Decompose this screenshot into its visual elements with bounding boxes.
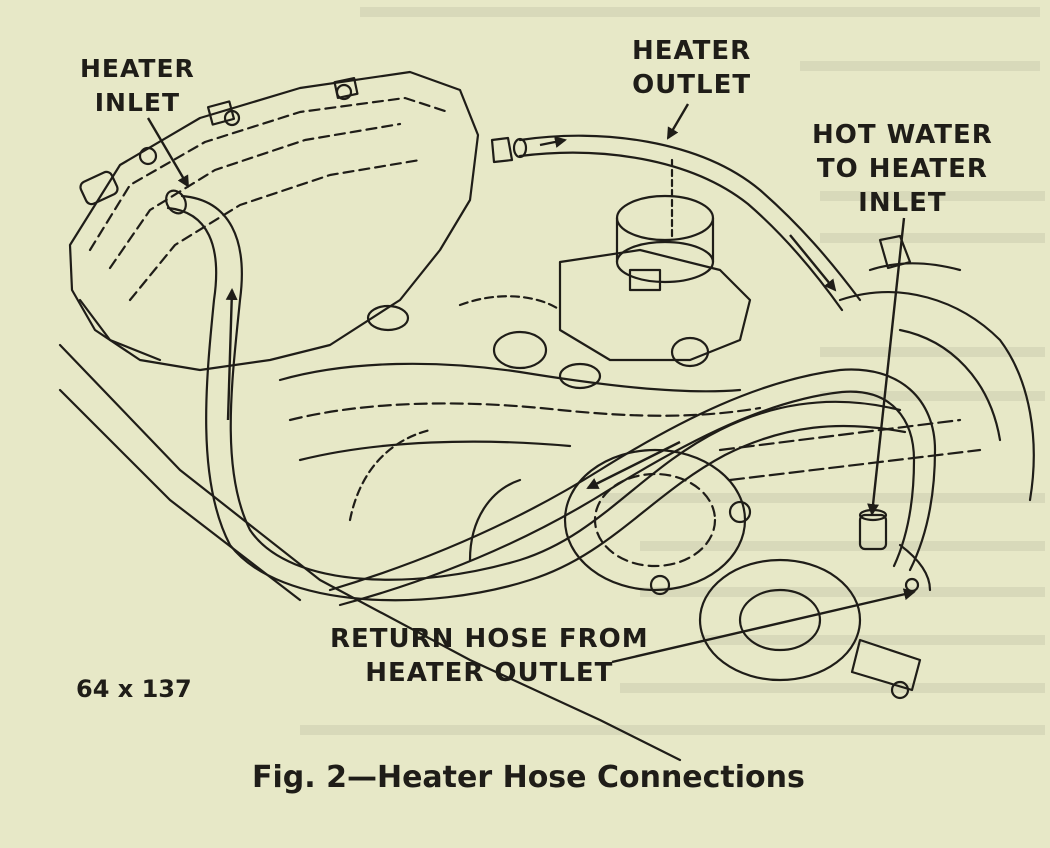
label-heater-outlet-line2: OUTLET — [632, 70, 752, 100]
return-hose — [328, 368, 937, 607]
label-return-hose-line1: RETURN HOSE FROM — [330, 624, 649, 654]
figure-code: 64 x 137 — [76, 675, 192, 703]
leader-return-hose — [611, 588, 916, 664]
alternator-fan — [563, 291, 1035, 700]
flow-arrows — [225, 136, 837, 490]
label-heater-outlet: HEATER OUTLET — [632, 34, 751, 102]
leader-heater-inlet — [146, 117, 190, 188]
label-heater-outlet-line1: HEATER — [632, 36, 752, 66]
leader-hot-water — [867, 217, 906, 516]
label-hot-water-line2: TO HEATER — [816, 154, 988, 184]
label-hot-water-line3: INLET — [858, 188, 947, 218]
leader-heater-outlet — [666, 103, 690, 140]
fender-lines — [58, 343, 682, 762]
inlet-flow-arrow — [225, 288, 238, 421]
bleed-through-lines — [300, 7, 1045, 735]
bracket-top-right — [868, 234, 962, 272]
label-hot-water: HOT WATER TO HEATER INLET — [812, 118, 993, 220]
leader-lines — [146, 103, 916, 664]
return-flow-arrow — [586, 440, 681, 490]
label-heater-inlet-line1: HEATER — [80, 54, 195, 83]
engine-block — [278, 295, 762, 562]
figure-caption: Fig. 2—Heater Hose Connections — [252, 760, 805, 795]
label-return-hose: RETURN HOSE FROM HEATER OUTLET — [330, 622, 649, 690]
heater-outlet-hose — [490, 134, 862, 312]
label-heater-inlet: HEATER INLET — [80, 52, 195, 120]
label-return-hose-line2: HEATER OUTLET — [365, 658, 614, 688]
label-heater-inlet-line2: INLET — [94, 88, 181, 117]
label-hot-water-line1: HOT WATER — [812, 120, 993, 150]
outlet-flow-arrow-2 — [539, 136, 567, 148]
outlet-flow-arrow — [789, 234, 837, 292]
heater-core-housing — [68, 70, 480, 372]
carburetor — [558, 158, 752, 362]
